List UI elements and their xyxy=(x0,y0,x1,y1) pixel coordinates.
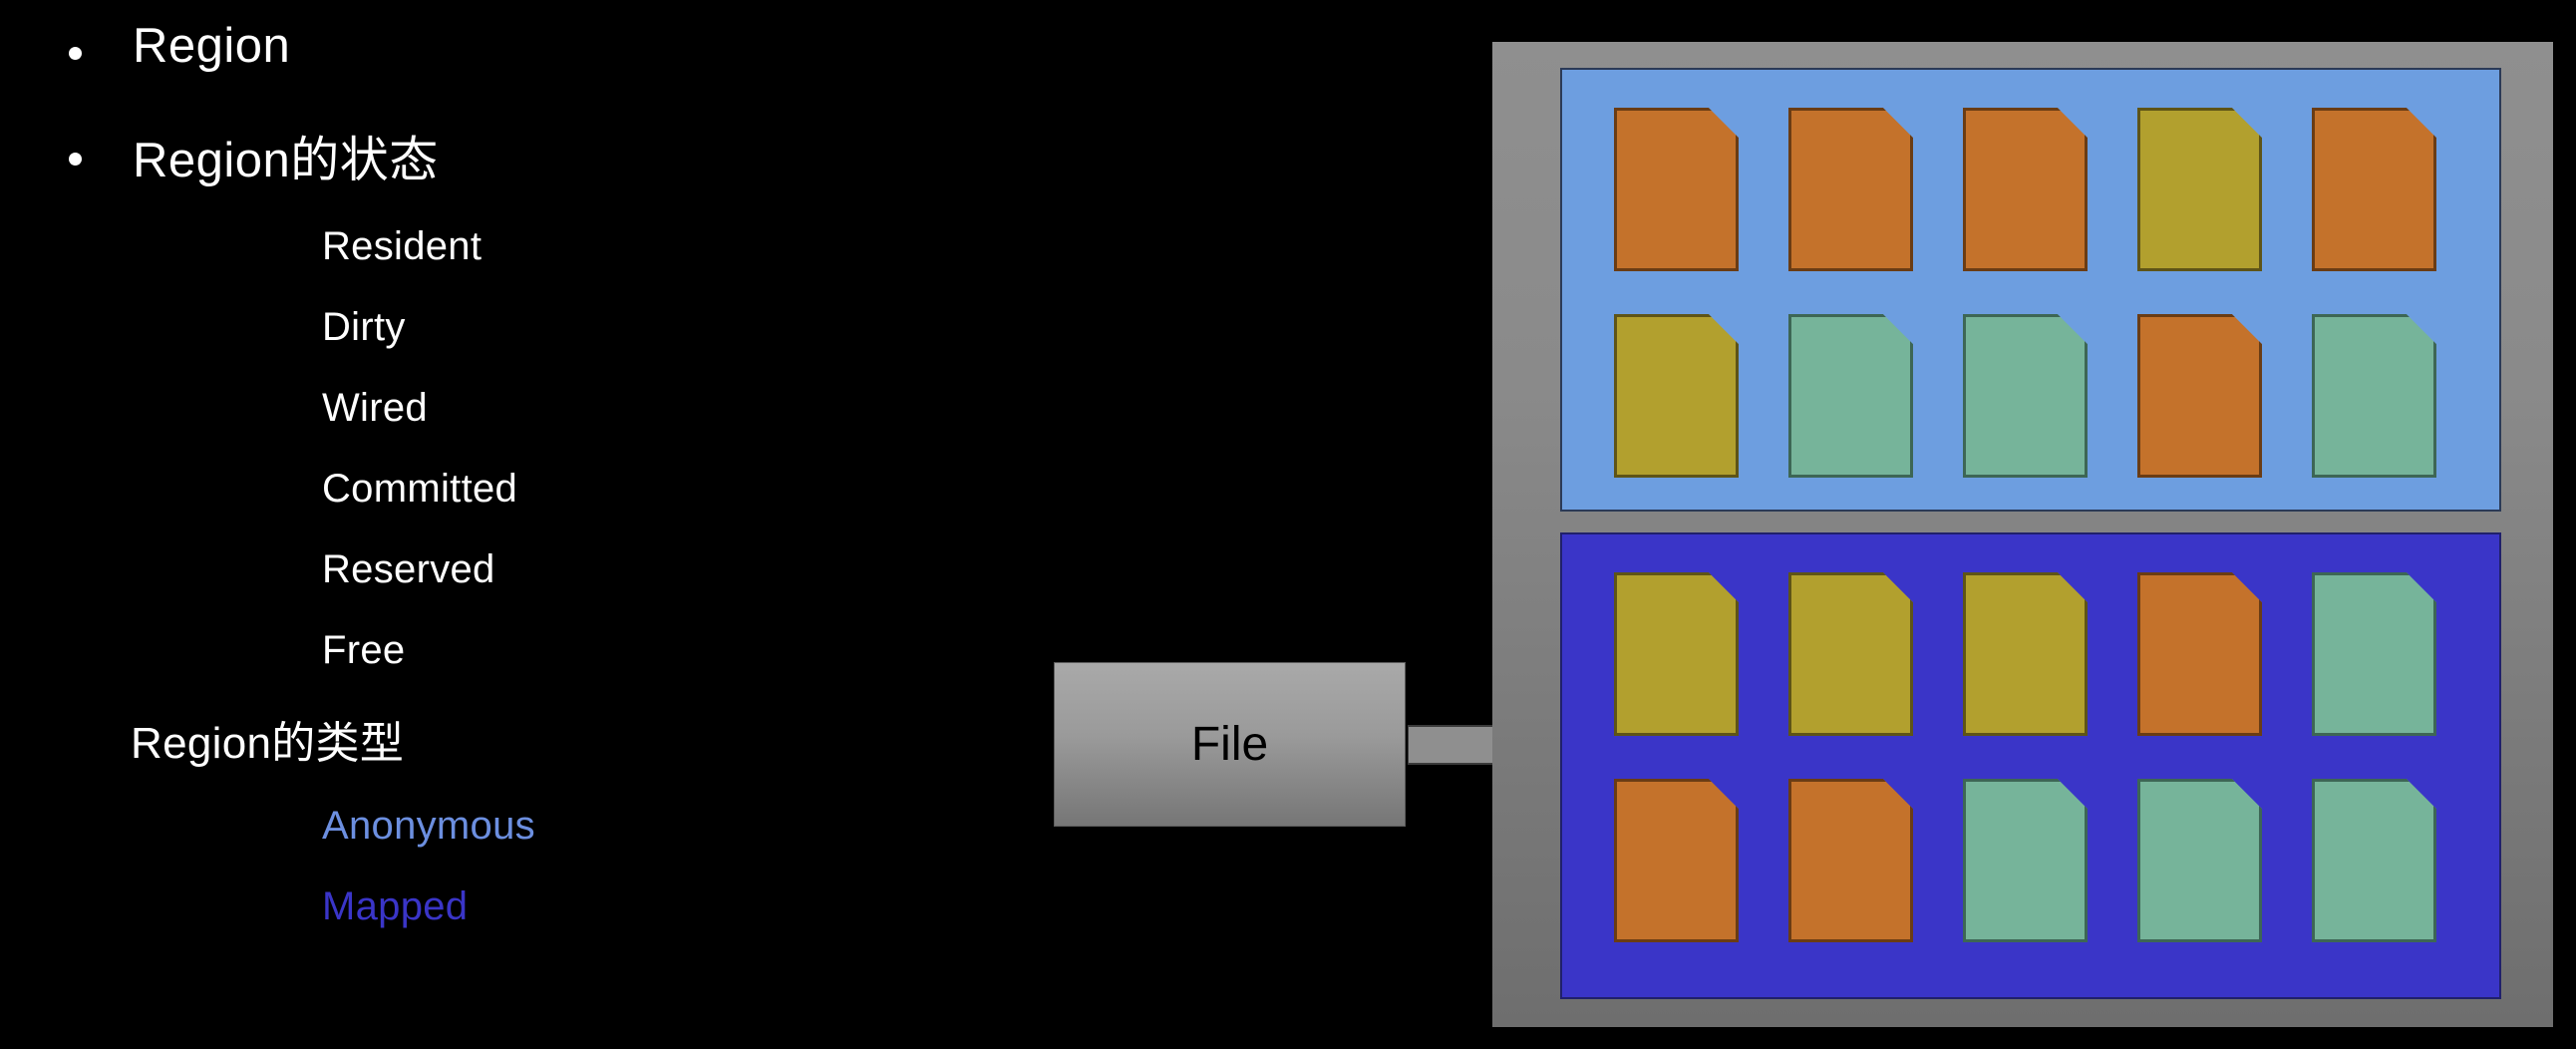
page-tile xyxy=(1614,779,1739,942)
page-tile xyxy=(1788,314,1913,478)
bullet-dot-icon xyxy=(69,47,82,60)
memory-container xyxy=(1492,42,2553,1027)
page-tile xyxy=(2312,779,2436,942)
page-tile xyxy=(1614,108,1739,271)
page-tile xyxy=(1788,572,1913,736)
page-row xyxy=(1562,779,2499,942)
page-row xyxy=(1562,572,2499,736)
memory-region-diagram xyxy=(1492,42,2553,1027)
page-tile xyxy=(1963,779,2088,942)
bullet-dot-icon xyxy=(69,153,82,166)
page-tile xyxy=(1614,314,1739,478)
page-tile xyxy=(2312,108,2436,271)
outline-item-region-types: Region的类型 xyxy=(131,719,405,768)
outline-item-free: Free xyxy=(322,628,406,672)
outline-item-reserved: Reserved xyxy=(322,547,495,591)
page-tile xyxy=(1788,779,1913,942)
page-tile xyxy=(2137,779,2262,942)
page-row xyxy=(1562,108,2499,271)
outline-item-mapped: Mapped xyxy=(322,884,469,928)
outline-item-committed: Committed xyxy=(322,467,518,511)
mapped-region-panel xyxy=(1560,532,2501,999)
page-tile xyxy=(2137,108,2262,271)
file-box: File xyxy=(1054,662,1406,827)
page-tile xyxy=(1963,314,2088,478)
file-box-label: File xyxy=(1190,718,1269,771)
page-tile xyxy=(2312,314,2436,478)
outline-item-resident: Resident xyxy=(322,224,483,268)
outline-item-anonymous: Anonymous xyxy=(322,804,535,848)
page-tile xyxy=(1788,108,1913,271)
page-tile xyxy=(1614,572,1739,736)
page-row xyxy=(1562,314,2499,478)
anonymous-region-panel xyxy=(1560,68,2501,512)
page-tile xyxy=(1963,572,2088,736)
page-tile xyxy=(1963,108,2088,271)
outline-item-dirty: Dirty xyxy=(322,305,406,349)
outline-item-region: Region xyxy=(133,19,291,73)
outline-item-region-states: Region的状态 xyxy=(133,134,439,187)
page-tile xyxy=(2312,572,2436,736)
outline-text-column: Region Region的状态 Resident Dirty Wired Co… xyxy=(0,0,997,1049)
page-tile xyxy=(2137,572,2262,736)
outline-item-wired: Wired xyxy=(322,386,428,430)
page-tile xyxy=(2137,314,2262,478)
